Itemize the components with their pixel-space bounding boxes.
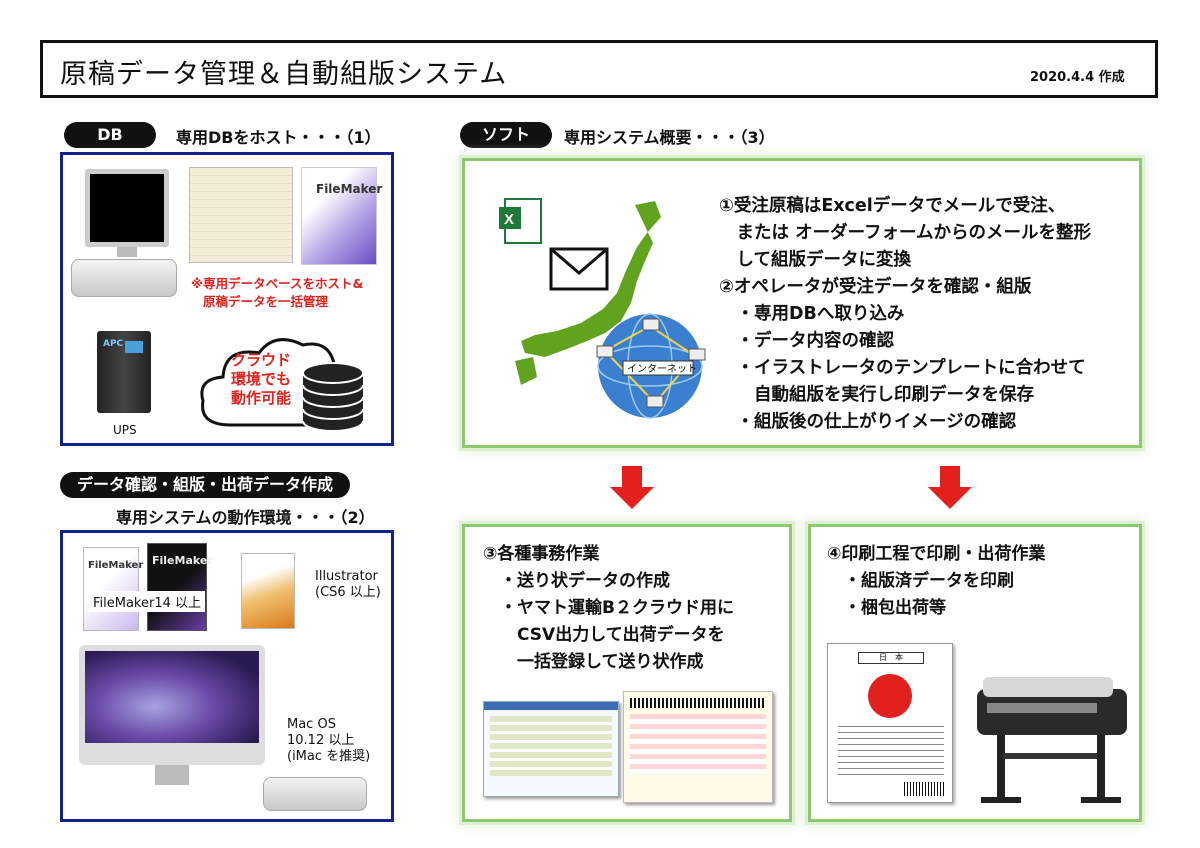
fm-box-2: FileMaker (147, 543, 213, 631)
cloud-database-icon (200, 338, 364, 432)
network-map-illustration: X インターネット (499, 198, 706, 419)
soft-line: ・組版後の仕上がりイメージの確認 (719, 412, 1017, 432)
office-line: 一括登録して送り状作成 (483, 652, 704, 672)
ups-brand: APC (103, 339, 124, 349)
label-body (630, 714, 766, 774)
illustrator-box (241, 553, 295, 629)
b2-screenshot-form (490, 716, 612, 776)
doc-text-lines (838, 726, 944, 776)
mac-line1: Mac OS (287, 717, 336, 732)
japan-flag-circle (868, 674, 912, 718)
ai-line1: Illustrator (315, 569, 378, 584)
office-line: ・送り状データの作成 (483, 571, 670, 591)
ups-display (125, 341, 143, 353)
print-description: ④印刷工程で印刷・出荷作業 ・組版済データを印刷 ・梱包出荷等 (827, 541, 1045, 622)
imac-screen (85, 651, 259, 743)
shipping-label-image (623, 691, 773, 803)
monitor-image (85, 169, 169, 247)
print-panel: ④印刷工程で印刷・出荷作業 ・組版済データを印刷 ・梱包出荷等 日 本 (808, 524, 1142, 822)
created-date: 2020.4.4 作成 (1030, 70, 1125, 85)
env-heading: 専用システムの動作環境・・・（2） (116, 508, 375, 527)
arrow-down-right-icon (928, 487, 972, 509)
fm-box-2-label: FileMaker (152, 554, 213, 567)
doc-barcode (904, 782, 944, 796)
mail-icon (549, 247, 609, 291)
soft-description: ①受注原稿はExcelデータでメールで受注、 または オーダーフォームからのメー… (719, 193, 1091, 436)
soft-line: して組版データに変換 (719, 250, 911, 270)
db-screenshot (189, 167, 293, 263)
soft-line: ・専用DBへ取り込み (719, 304, 905, 324)
db-heading: 専用DBをホスト・・・（1） (176, 128, 381, 147)
cloud-line3: 動作可能 (231, 389, 292, 407)
cloud-line2: 環境でも (231, 370, 292, 388)
b2-cloud-screenshot (483, 701, 619, 797)
soft-pill: ソフト (460, 122, 552, 148)
soft-line: 自動組版を実行し印刷データを保存 (719, 385, 1034, 405)
soft-line: ①受注原稿はExcelデータでメールで受注、 (719, 196, 1066, 216)
b2-screenshot-titlebar (484, 702, 618, 710)
ups-image: APC (97, 331, 151, 413)
mac-mini-image (71, 259, 177, 297)
printer-image (977, 677, 1127, 803)
env-panel: FileMaker FileMaker FileMaker14 以上 Illus… (60, 530, 394, 822)
print-line: ④印刷工程で印刷・出荷作業 (827, 544, 1046, 564)
arrow-down-left-stem (622, 466, 642, 488)
fm-box-1-label: FileMaker (88, 560, 144, 571)
db-panel: FileMaker ※専用データベースをホスト& 原稿データを一括管理 APC … (60, 152, 394, 446)
env-mac-mini (263, 777, 367, 811)
office-panel: ③各種事務作業 ・送り状データの作成 ・ヤマト運輸B２クラウド用に CSV出力し… (462, 524, 792, 822)
mac-line2: 10.12 以上 (287, 733, 355, 748)
office-line: ・ヤマト運輸B２クラウド用に (483, 598, 734, 618)
db-note-line1: ※専用データベースをホスト& (191, 276, 364, 291)
print-line: ・組版済データを印刷 (827, 571, 1014, 591)
imac-image (79, 645, 265, 765)
fm-version-label: FileMaker14 以上 (89, 591, 206, 612)
internet-label: インターネット (627, 363, 697, 375)
db-note-line2: 原稿データを一括管理 (203, 294, 329, 309)
fm-box-1: FileMaker (83, 547, 143, 631)
arrow-down-left-icon (610, 487, 654, 509)
db-pill: DB (64, 122, 156, 148)
soft-heading: 専用システム概要・・・（3） (564, 128, 775, 147)
soft-panel: X インターネット ①受注原稿はExcelデータでメールで受注、 または オーダ… (462, 158, 1142, 448)
soft-line: または オーダーフォームからのメールを整形 (719, 223, 1092, 243)
cloud-line1: クラウド (231, 351, 292, 369)
ai-line2: (CS6 以上) (315, 585, 381, 600)
print-line: ・梱包出荷等 (827, 598, 946, 618)
mac-line3: (iMac を推奨) (287, 749, 371, 764)
imac-stand (155, 765, 189, 785)
printed-document-image: 日 本 (827, 643, 953, 803)
office-line: CSV出力して出荷データを (483, 625, 725, 645)
office-description: ③各種事務作業 ・送り状データの作成 ・ヤマト運輸B２クラウド用に CSV出力し… (483, 541, 734, 676)
env-pill: データ確認・組版・出荷データ作成 (60, 472, 350, 498)
arrow-down-right-stem (940, 466, 960, 488)
label-barcode (630, 698, 766, 708)
ups-label: UPS (113, 423, 137, 437)
filemaker-box-label: FileMaker (316, 182, 383, 196)
svg-text:X: X (504, 211, 514, 228)
filemaker-box: FileMaker (301, 167, 382, 265)
title-frame (40, 40, 1158, 98)
soft-line: ・イラストレータのテンプレートに合わせて (719, 358, 1086, 378)
page-title: 原稿データ管理＆自動組版システム (60, 59, 508, 90)
soft-line: ②オペレータが受注データを確認・組版 (719, 277, 1032, 297)
soft-line: ・データ内容の確認 (719, 331, 894, 351)
monitor-stand (117, 247, 137, 257)
doc-title: 日 本 (858, 652, 924, 664)
office-line: ③各種事務作業 (483, 544, 600, 564)
